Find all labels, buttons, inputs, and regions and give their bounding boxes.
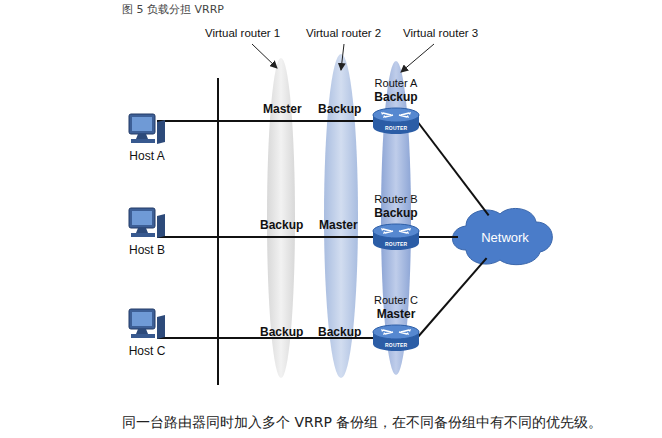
state-label: Backup [260,325,303,339]
virtual-router-label: Virtual router 2 [306,27,381,39]
network-cloud: Network [452,206,558,268]
router-icon [371,323,421,353]
host-name: Host B [129,243,165,257]
router-brand: ROUTER [385,125,407,131]
network-label: Network [452,206,558,268]
router-brand: ROUTER [385,342,407,348]
router-name: Router A [375,77,418,90]
state-label: Backup [260,218,303,232]
link-line [417,121,489,215]
router-brand: ROUTER [385,241,407,247]
host-name: Host C [129,344,166,358]
host: Host A [127,112,167,163]
router-role: Master [377,307,416,321]
host-icon [127,112,167,146]
host: Host C [127,307,167,358]
leader-arrow [252,44,277,68]
state-label: Master [319,218,358,232]
link-line [157,236,373,238]
router-name: Router C [374,294,418,307]
host-icon [127,206,167,240]
leader-arrow [341,44,344,70]
state-label: Backup [318,325,361,339]
router-role: Backup [374,206,417,220]
leader-arrow [401,44,434,72]
virtual-router-label: Virtual router 1 [205,27,280,39]
link-line [417,258,487,338]
link-line [157,120,373,122]
host-name: Host A [129,149,164,163]
host-icon [127,307,167,341]
router-role: Backup [374,90,417,104]
router-name: Router B [374,193,417,206]
state-label: Master [263,102,302,116]
host: Host B [127,206,167,257]
state-label: Backup [318,102,361,116]
router-icon [371,106,421,136]
virtual-router-label: Virtual router 3 [403,27,478,39]
caption: 同一台路由器同时加入多个 VRRP 备份组，在不同备份组中有不同的优先级。 [122,414,602,432]
link-line [417,236,458,238]
router-icon [371,222,421,252]
figure-title: 图 5 负载分担 VRRP [122,2,224,17]
